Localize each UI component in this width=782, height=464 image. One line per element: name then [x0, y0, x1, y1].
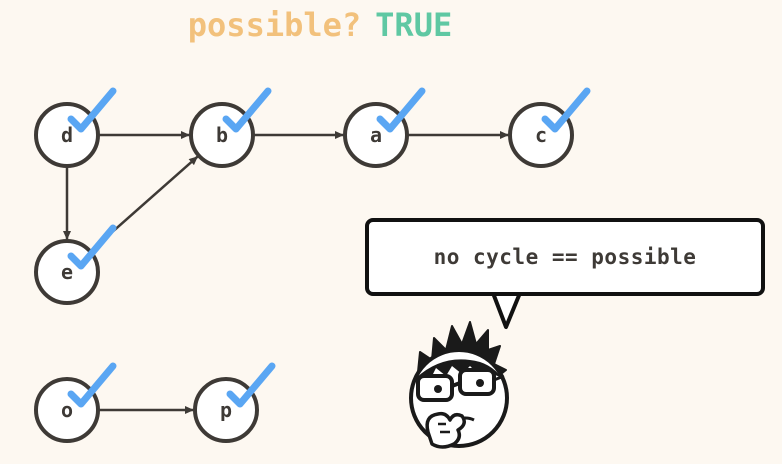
node-p: p: [193, 362, 276, 443]
node-label: d: [61, 123, 73, 147]
node-label: b: [216, 123, 228, 147]
checkmark-icon: [222, 87, 272, 133]
headline: possible? TRUE: [0, 6, 640, 44]
node-label: e: [61, 260, 73, 284]
checkmark-icon: [376, 87, 426, 133]
node-label: o: [61, 398, 73, 422]
nodes: d b a c e o p: [34, 87, 591, 443]
node-o: o: [34, 362, 117, 443]
node-circle: [34, 239, 100, 305]
node-circle: [34, 377, 100, 443]
node-a: a: [343, 87, 426, 168]
node-b: b: [189, 87, 272, 168]
speech-bubble: no cycle == possible: [365, 218, 765, 296]
headline-question: possible?: [187, 6, 362, 44]
node-label: a: [370, 123, 382, 147]
speech-bubble-text: no cycle == possible: [433, 245, 697, 269]
node-label: p: [220, 398, 232, 422]
node-label: c: [535, 123, 547, 147]
node-e: e: [34, 224, 117, 305]
checkmark-icon: [67, 224, 117, 270]
node-circle: [193, 377, 259, 443]
node-circle: [189, 102, 255, 168]
checkmark-icon: [226, 362, 276, 408]
checkmark-icon: [67, 362, 117, 408]
checkmark-icon: [67, 87, 117, 133]
thinking-character-icon: [409, 321, 509, 449]
node-circle: [508, 102, 574, 168]
headline-answer: TRUE: [375, 6, 453, 44]
node-d: d: [34, 87, 117, 168]
checkmark-icon: [541, 87, 591, 133]
node-circle: [343, 102, 409, 168]
node-c: c: [508, 87, 591, 168]
node-circle: [34, 102, 100, 168]
